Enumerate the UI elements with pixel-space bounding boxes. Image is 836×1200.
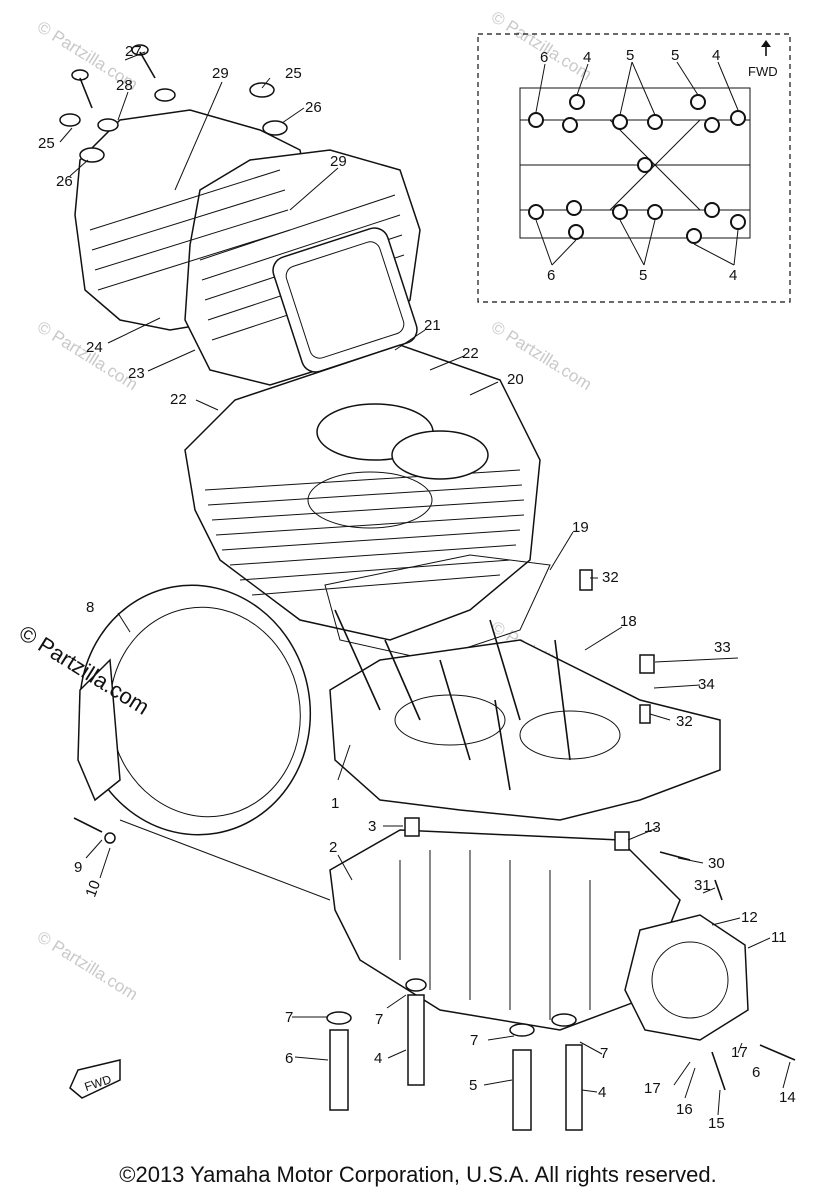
base-gasket <box>324 554 551 661</box>
callout-23: 23 <box>128 365 145 382</box>
faint-watermark: © Partzilla.com <box>34 927 141 1004</box>
inset-callout-5: 5 <box>671 47 679 64</box>
callout-15: 15 <box>708 1115 725 1132</box>
callout-28: 28 <box>116 77 133 94</box>
lower-crankcase <box>329 829 681 1031</box>
inset-callout-6: 6 <box>547 267 555 284</box>
callout-7: 7 <box>285 1009 293 1026</box>
callout-6: 6 <box>285 1050 293 1067</box>
callout-7: 7 <box>375 1011 383 1028</box>
callout-26: 26 <box>56 173 73 190</box>
inset-callout-5: 5 <box>626 47 634 64</box>
copyright-notice: ©2013 Yamaha Motor Corporation, U.S.A. A… <box>119 1162 717 1187</box>
callout-20: 20 <box>507 371 524 388</box>
callout-25: 25 <box>285 65 302 82</box>
bolt-pattern-inset: 6 4 5 5 4 6 5 4 FWD <box>477 33 791 303</box>
callout-21: 21 <box>424 317 441 334</box>
leader-lines <box>59 51 791 1116</box>
callout-7: 7 <box>470 1032 478 1049</box>
callout-22: 22 <box>462 345 479 362</box>
small-parts <box>59 44 723 901</box>
callout-32: 32 <box>602 569 619 586</box>
faint-watermark: © Partzilla.com <box>488 317 595 394</box>
side-cover <box>624 914 749 1041</box>
faint-watermark: © Partzilla.com <box>488 7 595 84</box>
callout-22: 22 <box>170 391 187 408</box>
callout-18: 18 <box>620 613 637 630</box>
callout-3: 3 <box>368 818 376 835</box>
callout-8: 8 <box>86 599 94 616</box>
inset-callout-5: 5 <box>639 267 647 284</box>
callout-16: 16 <box>676 1101 693 1118</box>
callout-4: 4 <box>598 1084 606 1101</box>
callout-30: 30 <box>708 855 725 872</box>
flywheel-housing <box>77 584 331 901</box>
callout-12: 12 <box>741 909 758 926</box>
callout-13: 13 <box>644 819 661 836</box>
callout-14: 14 <box>779 1089 796 1106</box>
callout-17: 17 <box>644 1080 661 1097</box>
inset-fwd-label: FWD <box>748 64 778 79</box>
callout-17: 17 <box>731 1044 748 1061</box>
callout-9: 9 <box>74 859 82 876</box>
callout-19: 19 <box>572 519 589 536</box>
callout-numbers: 1 2 3 7 6 7 4 7 5 7 4 8 9 10 11 12 13 14… <box>38 43 796 1132</box>
callout-7: 7 <box>600 1045 608 1062</box>
callout-24: 24 <box>86 339 103 356</box>
fwd-arrow-icon <box>761 40 771 56</box>
callout-26: 26 <box>305 99 322 116</box>
callout-33: 33 <box>714 639 731 656</box>
callout-1: 1 <box>331 795 339 812</box>
callout-11: 11 <box>771 929 787 946</box>
callout-27: 27 <box>125 43 142 60</box>
cylinder-heads <box>74 109 421 386</box>
callout-31: 31 <box>694 877 711 894</box>
bottom-bolts <box>326 978 796 1131</box>
callout-10: 10 <box>82 878 104 899</box>
upper-crankcase <box>329 609 721 821</box>
cylinder-block <box>184 344 541 641</box>
inset-callout-6: 6 <box>540 49 548 66</box>
callout-2: 2 <box>329 839 337 856</box>
callout-6: 6 <box>752 1064 760 1081</box>
callout-5: 5 <box>469 1077 477 1094</box>
callout-4: 4 <box>374 1050 382 1067</box>
callout-25: 25 <box>38 135 55 152</box>
callout-34: 34 <box>698 676 715 693</box>
callout-29: 29 <box>212 65 229 82</box>
inset-callout-4: 4 <box>729 267 737 284</box>
fwd-arrow-icon: FWD <box>69 1059 121 1099</box>
callout-29: 29 <box>330 153 347 170</box>
inset-callout-4: 4 <box>583 49 591 66</box>
inset-callout-4: 4 <box>712 47 720 64</box>
callout-32: 32 <box>676 713 693 730</box>
